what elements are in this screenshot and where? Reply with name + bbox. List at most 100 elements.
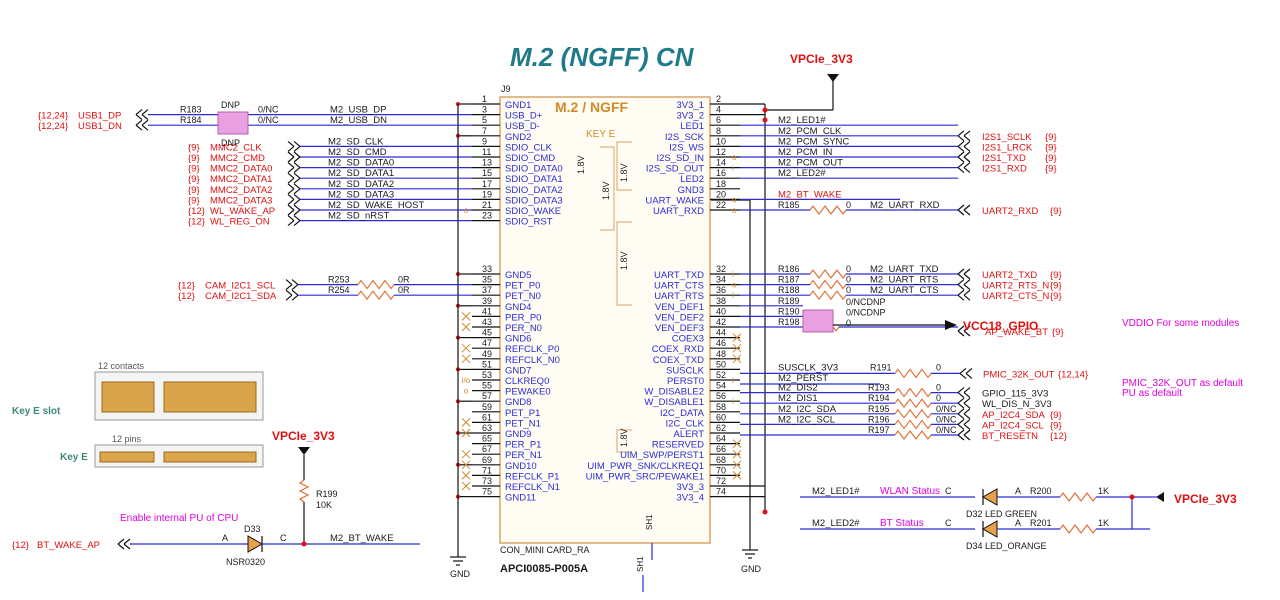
svg-text:R201: R201: [1030, 518, 1052, 528]
resistor: [809, 269, 847, 279]
resistor: [894, 408, 932, 419]
pin-number: 65: [482, 434, 492, 444]
svg-text:o: o: [464, 206, 469, 215]
svg-text:R254: R254: [328, 285, 350, 295]
svg-text:M2_SD_DATA2: M2_SD_DATA2: [328, 179, 394, 190]
svg-text:0: 0: [846, 264, 851, 274]
svg-text:BT_RESETN: BT_RESETN: [982, 431, 1038, 442]
pin-name: COEX3: [672, 334, 704, 345]
svg-text:0/NC: 0/NC: [936, 414, 957, 424]
svg-text:M2_SD_DATA0: M2_SD_DATA0: [328, 158, 394, 169]
pin-name: REFCLK_P1: [505, 471, 559, 482]
pin-number: 73: [482, 476, 492, 486]
svg-text:o: o: [732, 281, 737, 290]
svg-text:i: i: [732, 291, 734, 300]
pin-number: 72: [716, 476, 726, 486]
svg-text:WLAN Status: WLAN Status: [880, 486, 940, 497]
svg-text:M2_SD_nRST: M2_SD_nRST: [328, 211, 389, 222]
svg-text:R190: R190: [778, 306, 800, 316]
pin-name: GND11: [505, 493, 536, 504]
svg-text:R187: R187: [778, 275, 800, 285]
pin-name: GND6: [505, 334, 531, 345]
left-pin-group: 1GND13USB_D+5USB_D-7GND29SDIO_CLK11SDIO_…: [456, 94, 563, 504]
svg-text:GND: GND: [450, 569, 471, 579]
offpage-arrow-icon: [287, 204, 301, 216]
voltage-bar-3: 1.8V: [616, 221, 632, 306]
pin-number: 74: [716, 487, 726, 497]
resistor: [894, 387, 932, 398]
svg-text:MMC2_DATA3: MMC2_DATA3: [210, 195, 272, 206]
pin-name: GND7: [505, 365, 531, 376]
pin-name: 3V3_2: [677, 111, 704, 122]
pin-number: 14: [716, 158, 726, 168]
resistor: [894, 368, 932, 379]
pin-number: 44: [716, 328, 726, 338]
pmic-note-1: PMIC_32K_OUT as default: [1122, 378, 1243, 389]
pin-number: 38: [716, 296, 726, 306]
pin-name: I2S_SD_IN: [656, 153, 704, 164]
offpage-arrow-icon: [287, 151, 301, 163]
net-m2-bt-wake: M2_BT_WAKE: [778, 189, 842, 200]
svg-text:R195: R195: [868, 404, 890, 414]
pin-name: COEX_RXD: [652, 344, 704, 355]
svg-text:{12,24}: {12,24}: [38, 111, 68, 122]
pin-number: 19: [482, 189, 492, 199]
offpage-arrow-icon: [957, 279, 971, 291]
offpage-arrow-icon: [287, 140, 301, 152]
pin-number: 6: [716, 115, 721, 125]
pin-number: 8: [716, 126, 721, 136]
pin-name: LED2: [680, 174, 704, 185]
pin-name: RESERVED: [652, 440, 704, 451]
pin-number: 20: [716, 189, 726, 199]
svg-text:{12}: {12}: [12, 540, 29, 551]
svg-text:D32: D32: [966, 509, 983, 519]
pin-name: LED1: [680, 121, 704, 132]
pin-number: 4: [716, 105, 721, 115]
svg-text:R197: R197: [868, 425, 890, 435]
pin-number: 51: [482, 359, 492, 369]
svg-text:M2_UART_CTS: M2_UART_CTS: [870, 285, 938, 296]
svg-text:WL_REG_ON: WL_REG_ON: [210, 217, 270, 228]
net-m2_led1: M2_LED1#: [740, 115, 958, 126]
svg-text:CAM_I2C1_SCL: CAM_I2C1_SCL: [205, 281, 275, 292]
svg-text:M2_PCM_CLK: M2_PCM_CLK: [778, 126, 842, 137]
offpage-arrow-icon: [287, 193, 301, 205]
svg-text:R253: R253: [328, 275, 350, 285]
pin-number: 45: [482, 328, 492, 338]
offpage-arrow-icon: [957, 397, 971, 409]
resistor: [1059, 524, 1097, 534]
svg-text:M2_I2C_SCL: M2_I2C_SCL: [778, 414, 835, 425]
svg-text:0/NC: 0/NC: [258, 115, 279, 125]
svg-text:{12}: {12}: [178, 291, 195, 302]
svg-text:M2_UART_RTS: M2_UART_RTS: [870, 275, 938, 286]
svg-text:1K: 1K: [1098, 486, 1109, 496]
pin-number: 13: [482, 158, 492, 168]
pin-number: 56: [716, 391, 726, 401]
svg-text:R185: R185: [778, 200, 800, 210]
svg-text:0/NCDNP: 0/NCDNP: [846, 307, 886, 317]
offpage-arrow-icon: [957, 387, 971, 399]
offpage-arrow-icon: [957, 289, 971, 301]
pin-name: VEN_DEF3: [655, 323, 704, 334]
pmic-note-2: PU as default: [1122, 388, 1182, 399]
pin-name: PET_N0: [505, 291, 541, 302]
svg-text:{9}: {9}: [188, 174, 200, 185]
